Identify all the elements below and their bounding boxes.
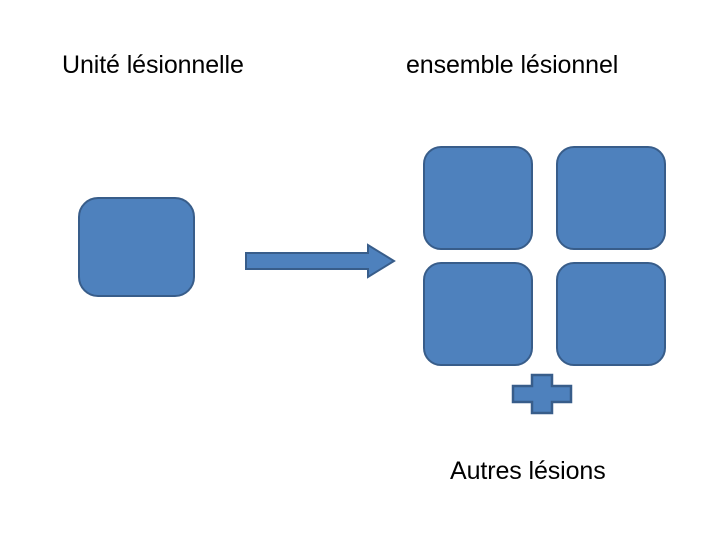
plus-polygon [511,373,573,415]
lesion-grid-square-bottom-right [556,262,666,366]
left-title-label: Unité lésionnelle [62,51,244,79]
right-arrow-icon [244,242,396,280]
plus-shape [511,373,573,415]
arrow-polygon [245,243,396,279]
right-arrow-shape [245,243,396,279]
bottom-caption-label: Autres lésions [450,457,606,485]
lesion-grid-square-top-left [423,146,533,250]
lesion-unit-square [78,197,195,297]
right-title-label: ensemble lésionnel [406,51,619,79]
lesion-grid-square-bottom-left [423,262,533,366]
lesion-grid-square-top-right [556,146,666,250]
plus-icon [510,373,574,415]
